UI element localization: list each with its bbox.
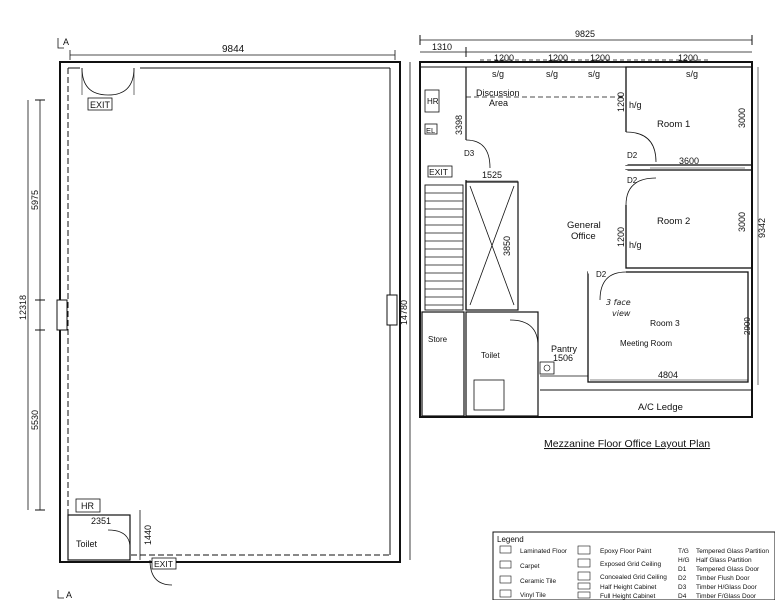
mezzanine-plan: 9825 1310 1200 1200 1200 1200 s/g s/g s/… — [419, 29, 767, 450]
legend-timber-hglass-door: Timber H/Glass Door — [696, 584, 758, 591]
dim-3000-b: 3000 — [737, 212, 747, 232]
sg-label-2: s/g — [546, 69, 558, 79]
legend-laminated-floor: Laminated Floor — [520, 548, 568, 555]
label-meeting-room: Meeting Room — [620, 339, 672, 348]
legend-title: Legend — [497, 535, 524, 544]
legend-code-d3: D3 — [678, 584, 687, 591]
hg-label-1: h/g — [629, 100, 642, 110]
ac-ledge-label: A/C Ledge — [638, 402, 683, 413]
mezz-dim-1200-a: 1200 — [494, 53, 514, 63]
toilet-dim-1440: 1440 — [143, 525, 153, 545]
handwritten-note-1: 3 face — [606, 298, 631, 307]
legend-half-glass-partition: Half Glass Partition — [696, 557, 752, 564]
legend-timber-flush-door: Timber Flush Door — [696, 575, 750, 582]
section-marker-bottom: A — [66, 590, 72, 600]
label-office: Office — [571, 231, 596, 242]
dim-3000-a: 3000 — [737, 108, 747, 128]
legend-ceramic-tile: Ceramic Tile — [520, 578, 557, 585]
label-room-2: Room 2 — [657, 216, 690, 227]
section-marker-top: A — [63, 37, 69, 47]
legend-half-height-cabinet: Half Height Cabinet — [600, 584, 657, 591]
toilet-dim-2351: 2351 — [91, 516, 111, 526]
legend-code-d1: D1 — [678, 566, 687, 573]
exit-sign-bottom: EXIT — [154, 559, 173, 569]
dim-3600: 3600 — [679, 156, 699, 166]
label-room-1: Room 1 — [657, 119, 690, 130]
mezz-hr-label: HR — [427, 97, 439, 106]
legend-timber-fglass-door: Timber F/Glass Door — [696, 593, 757, 600]
legend-vinyl-tile: Vinyl Tile — [520, 592, 546, 599]
door-tag-d2-room2: D2 — [627, 176, 638, 185]
label-discussion: Discussion — [476, 88, 520, 98]
legend-box: Legend Laminated Floor Carpet Ceramic Ti… — [492, 531, 775, 600]
legend-exposed-grid-ceiling: Exposed Grid Ceiling — [600, 561, 661, 568]
ground-hr-label: HR — [81, 501, 94, 511]
legend-epoxy-floor-paint: Epoxy Floor Paint — [600, 548, 651, 555]
label-discussion-area: Area — [489, 98, 508, 108]
mezz-el-label: EL — [426, 126, 435, 135]
ground-dim-12318: 12318 — [18, 295, 28, 320]
dim-3398: 3398 — [454, 115, 464, 135]
sg-label-3: s/g — [588, 69, 600, 79]
label-pantry: Pantry — [551, 344, 578, 354]
label-mezz-toilet: Toilet — [481, 351, 500, 360]
legend-full-height-cabinet: Full Height Cabinet — [600, 593, 655, 600]
door-tag-d2-room3: D2 — [596, 270, 607, 279]
exit-sign-top: EXIT — [90, 100, 111, 110]
mezz-exit-sign: EXIT — [429, 167, 448, 177]
dim-1200-a: 1200 — [616, 92, 626, 112]
legend-tempered-glass-partition: Tempered Glass Partition — [696, 548, 769, 555]
legend-code-d2: D2 — [678, 575, 687, 582]
mezz-dim-1200-b: 1200 — [548, 53, 568, 63]
mezz-dim-1310: 1310 — [432, 42, 452, 52]
mezz-dim-1200-c: 1200 — [590, 53, 610, 63]
label-store: Store — [428, 335, 448, 344]
legend-concealed-grid-ceiling: Concealed Grid Ceiling — [600, 574, 667, 581]
dim-1506: 1506 — [553, 353, 573, 363]
legend-tempered-glass-door: Tempered Glass Door — [696, 566, 760, 573]
ground-floor-plan: 9844 A EXIT 12318 5975 5530 14780 — [18, 37, 411, 600]
sg-label-4: s/g — [686, 69, 698, 79]
legend-code-hg: H/G — [678, 557, 690, 564]
dim-9342: 9342 — [757, 218, 767, 238]
ground-toilet-label: Toilet — [76, 539, 98, 549]
legend-carpet: Carpet — [520, 563, 540, 570]
legend-code-tg: T/G — [678, 548, 689, 555]
dim-3850: 3850 — [502, 236, 512, 256]
door-tag-d3: D3 — [464, 149, 475, 158]
mezz-dim-1200-d: 1200 — [678, 53, 698, 63]
legend-code-d4: D4 — [678, 593, 687, 600]
ground-dim-5530: 5530 — [30, 410, 40, 430]
label-general: General — [567, 220, 601, 231]
dim-1525: 1525 — [482, 170, 502, 180]
ground-dim-5975: 5975 — [30, 190, 40, 210]
mezzanine-plan-title: Mezzanine Floor Office Layout Plan — [544, 438, 710, 450]
label-room-3: Room 3 — [650, 318, 680, 328]
dim-2900: 2900 — [743, 317, 752, 335]
ground-dim-14780: 14780 — [399, 300, 409, 325]
ground-width-dim: 9844 — [222, 44, 245, 55]
dim-4804: 4804 — [658, 370, 678, 380]
hg-label-2: h/g — [629, 240, 642, 250]
sg-label-1: s/g — [492, 69, 504, 79]
door-tag-d2-room1: D2 — [627, 151, 638, 160]
mezz-overall-width: 9825 — [575, 29, 595, 39]
handwritten-note-2: view — [612, 309, 631, 318]
dim-1200-b: 1200 — [616, 227, 626, 247]
